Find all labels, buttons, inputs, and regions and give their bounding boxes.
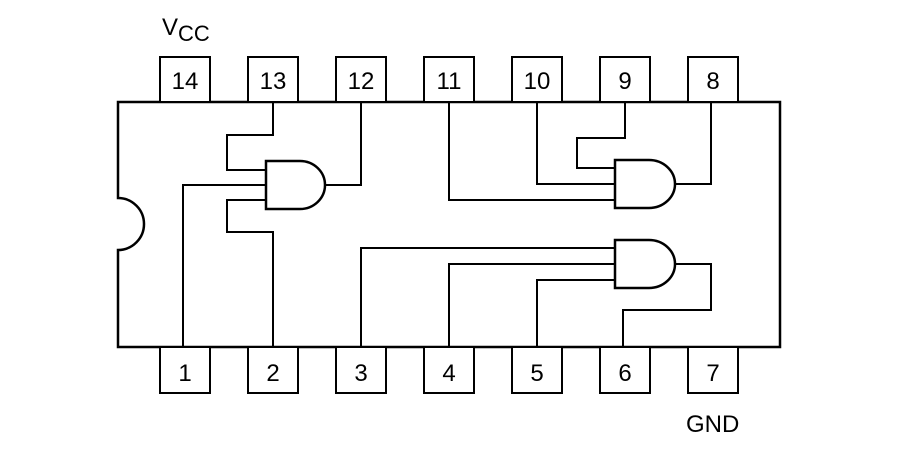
pin-8-label: 8 xyxy=(706,68,719,95)
gate-3-wires xyxy=(360,247,712,347)
pin-1: 1 xyxy=(159,346,211,394)
pin-7-label: 7 xyxy=(706,360,719,387)
pin-3: 3 xyxy=(335,346,387,394)
pin-14-label: 14 xyxy=(172,68,199,95)
wire-pin1-gate1 xyxy=(182,184,266,347)
pin-6: 6 xyxy=(599,346,651,394)
vcc-subscript-text: CC xyxy=(178,21,210,46)
pin-7: 7 xyxy=(687,346,739,394)
pin-1-label: 1 xyxy=(178,360,191,387)
pin-12: 12 xyxy=(335,56,387,103)
pin-8: 8 xyxy=(687,56,739,103)
pin-5-label: 5 xyxy=(530,360,543,387)
pin-3-label: 3 xyxy=(354,360,367,387)
pin-14: 14 xyxy=(159,56,211,103)
pin-4-label: 4 xyxy=(442,360,455,387)
wire-pin10-gate2 xyxy=(536,102,615,185)
wire-pin9-gate2 xyxy=(576,102,626,169)
pin-11: 11 xyxy=(423,56,475,103)
and-gate-3 xyxy=(613,238,677,290)
vcc-main-text: V xyxy=(162,14,178,41)
top-pins: 14 13 12 11 10 9 8 xyxy=(159,56,739,103)
wire-gate2-pin8 xyxy=(675,102,712,185)
pin-2-label: 2 xyxy=(266,360,279,387)
wire-gate1-pin12 xyxy=(326,102,362,186)
wire-pin13-gate1 xyxy=(226,102,274,171)
pin-12-label: 12 xyxy=(348,68,375,95)
gnd-label: GND xyxy=(686,411,739,438)
pin-13-label: 13 xyxy=(260,68,287,95)
pin-5: 5 xyxy=(511,346,563,394)
wire-gate3-pin6 xyxy=(622,263,712,347)
and-gate-2 xyxy=(613,158,677,210)
pin-13: 13 xyxy=(247,56,299,103)
vcc-label: VCC xyxy=(162,14,210,46)
pin-6-label: 6 xyxy=(618,360,631,387)
wire-pin4-gate3 xyxy=(448,263,615,347)
wire-pin11-gate2 xyxy=(448,102,615,201)
wire-pin3-gate3 xyxy=(360,247,615,347)
gate-2-wires xyxy=(448,102,712,201)
gate-1-wires xyxy=(182,102,362,347)
wire-pin2-gate1 xyxy=(226,199,274,347)
pin-9: 9 xyxy=(599,56,651,103)
pin-4: 4 xyxy=(423,346,475,394)
ic-package-outline xyxy=(116,100,782,349)
and-gate-1 xyxy=(264,159,327,211)
pin-11-label: 11 xyxy=(437,68,462,95)
pin-9-label: 9 xyxy=(618,68,631,95)
pin-2: 2 xyxy=(247,346,299,394)
bottom-pins: 1 2 3 4 5 6 7 xyxy=(159,346,739,394)
pin-10-label: 10 xyxy=(524,68,551,95)
pin-10: 10 xyxy=(511,56,563,103)
wire-pin5-gate3 xyxy=(536,279,615,347)
